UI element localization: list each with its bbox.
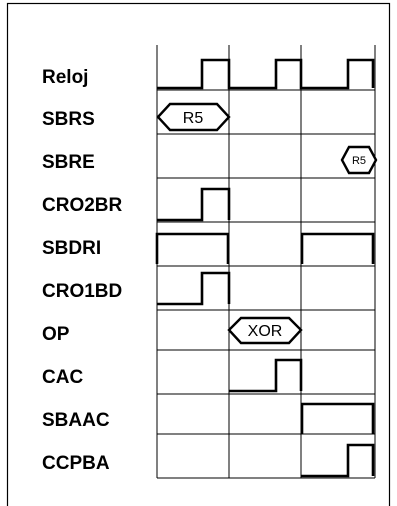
diagram-border [6,2,391,506]
bubble-sbrs [156,102,231,132]
waveform-sbdri-1 [155,232,230,264]
waveform-cac [229,358,303,393]
label-reloj: Reloj [42,67,88,88]
label-cro2br: CRO2BR [42,195,123,216]
waveform-sbdri-2 [300,232,375,264]
label-ccpba: CCPBA [42,453,110,474]
row-separators [157,89,375,479]
label-sbrs: SBRS [42,109,95,130]
bubble-op [227,316,303,345]
signal-labels: Reloj SBRS SBRE CRO2BR SBDRI CRO1BD OP C… [42,67,123,474]
bubble-sbre [340,145,378,175]
label-cro1bd: CRO1BD [42,281,122,302]
label-cac: CAC [42,367,83,388]
waveform-cro2br [157,187,231,222]
bubble-op-text: XOR [248,323,283,340]
label-sbaac: SBAAC [42,410,110,431]
waveform-cro1bd [157,271,231,306]
waveform-ccpba [301,443,375,478]
label-sbdri: SBDRI [42,238,101,259]
waveform-sbaac [300,402,375,434]
waveform-reloj [157,58,375,90]
label-op: OP [42,324,70,345]
bubble-sbrs-text: R5 [183,110,204,127]
bubble-sbre-text: R5 [352,155,366,167]
label-sbre: SBRE [42,152,95,173]
